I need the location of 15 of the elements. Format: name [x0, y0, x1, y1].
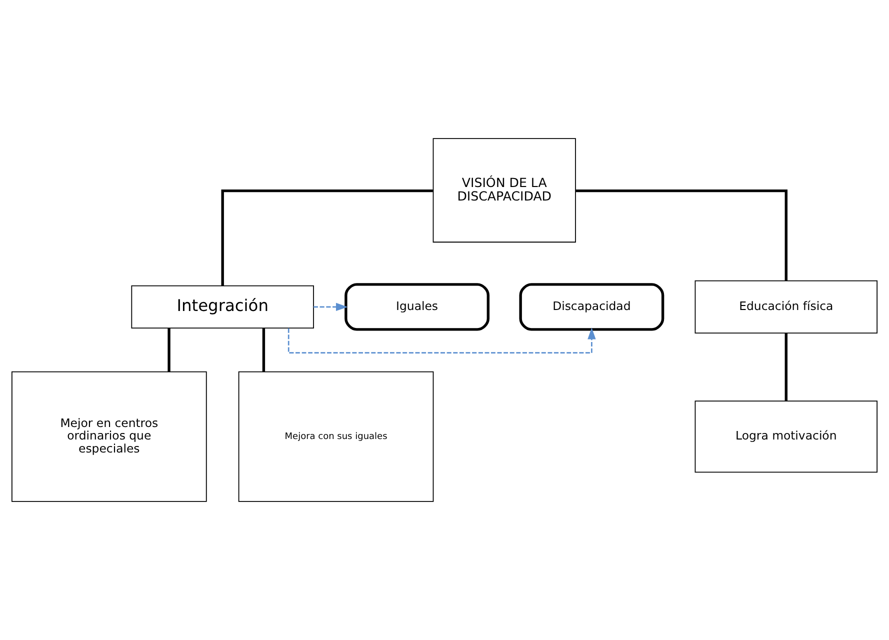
connector — [262, 328, 266, 372]
node-box: Logra motivación — [694, 400, 878, 473]
connector — [576, 189, 788, 281]
connector — [784, 333, 788, 401]
node-box: Mejora con sus iguales — [238, 371, 434, 502]
node-box: Educación física — [694, 280, 878, 334]
node-box: Discapacidad — [519, 283, 664, 331]
node-box: VISIÓN DE LA DISCAPACIDAD — [432, 138, 576, 243]
node-box: Iguales — [344, 283, 490, 331]
arrow — [288, 328, 596, 354]
arrow — [314, 302, 348, 312]
node-box: Mejor en centros ordinarios que especiales — [11, 371, 207, 502]
connector — [221, 189, 433, 286]
connector — [168, 328, 170, 372]
node-box: Integración — [131, 285, 314, 329]
